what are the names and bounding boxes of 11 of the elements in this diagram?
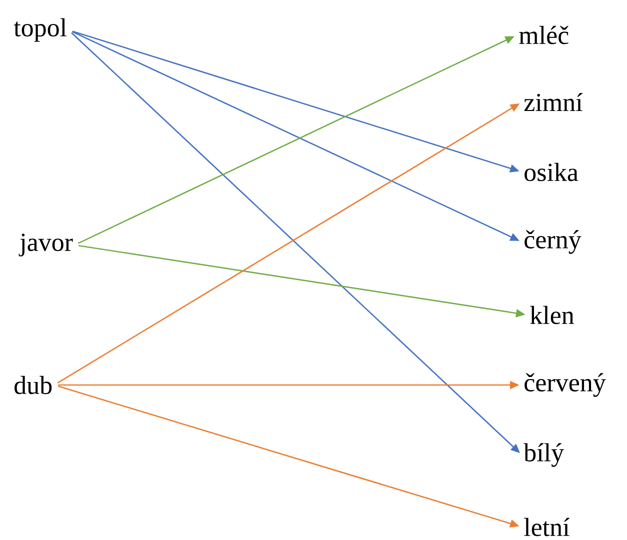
word-label: mléč bbox=[519, 26, 568, 44]
word-label: dub bbox=[14, 376, 52, 394]
word-label: černý bbox=[524, 230, 582, 254]
word-label: letní bbox=[524, 518, 570, 536]
word-label: javor bbox=[18, 234, 73, 256]
word-label: osika bbox=[524, 162, 578, 182]
word-label: topol bbox=[14, 18, 67, 42]
word-label: klen bbox=[530, 306, 574, 324]
word-label: červený bbox=[524, 373, 606, 397]
word-label: bílý bbox=[524, 443, 564, 467]
word-label: zimní bbox=[524, 92, 583, 112]
